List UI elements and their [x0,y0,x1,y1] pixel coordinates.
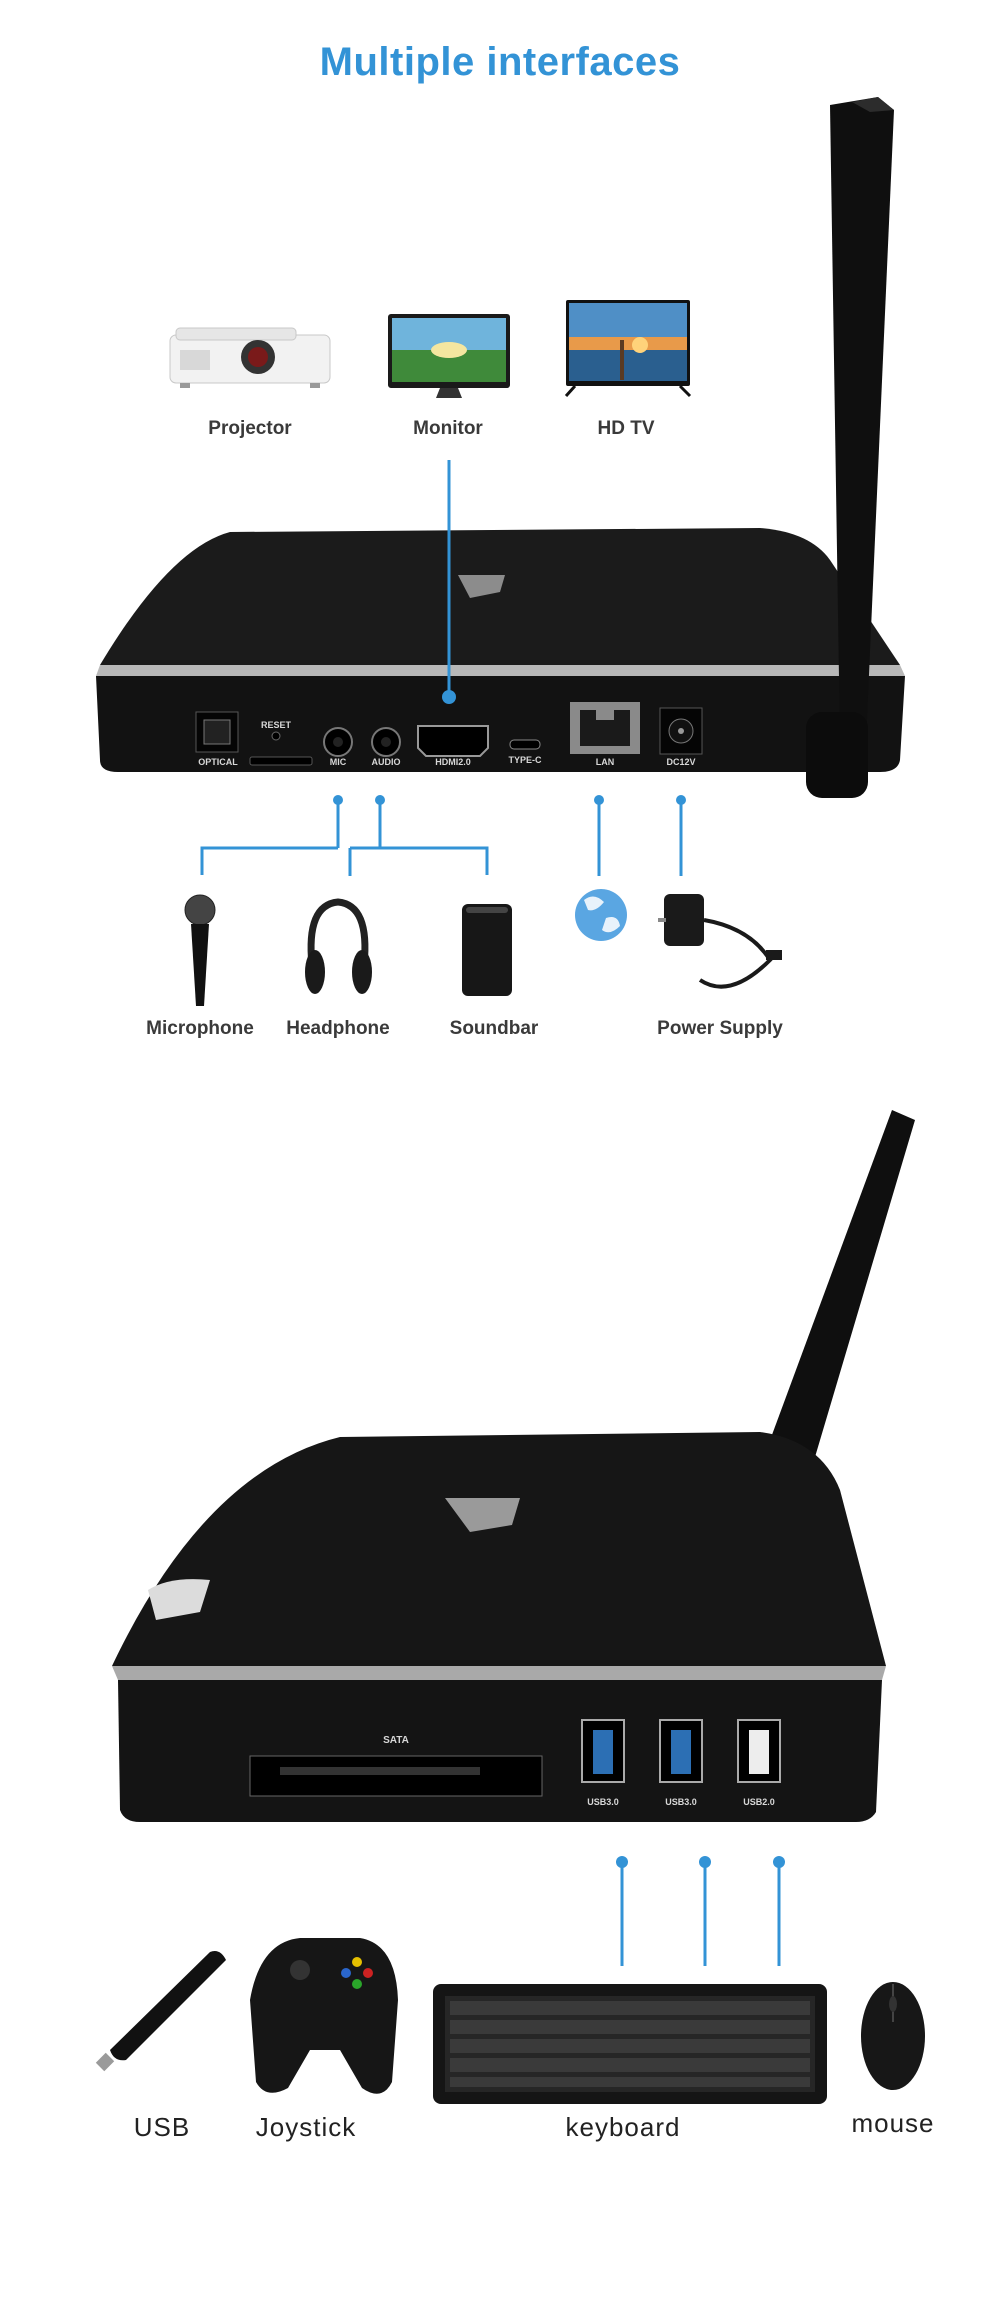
sata-slot [249,1755,543,1797]
card-slot [249,756,313,766]
front-connector-lines [620,1862,781,1966]
lan-port-label: LAN [595,757,615,767]
rear-connector-lines [200,800,683,876]
rear-box [96,528,905,772]
soundbar-label: Soundbar [449,1018,539,1039]
headphone-label: Headphone [286,1018,390,1039]
reset-hole [271,731,281,741]
usb-port-2 [659,1719,703,1783]
keyboard-label: keyboard [565,2112,681,2142]
hd-tv-icon [564,300,692,398]
usb-port-3 [737,1719,781,1783]
joystick-label: Joystick [255,2112,357,2142]
optical-port-label: OPTICAL [198,757,238,767]
usb2-label: USB3.0 [665,1797,697,1807]
typec-port [509,739,541,750]
typec-port-label: TYPE-C [508,755,542,765]
front-connector-dots [616,1856,785,1868]
audio-port-label: AUDIO [371,757,401,767]
projector-label: Projector [208,418,292,439]
mic-jack [323,727,353,757]
mouse-label: mouse [851,2108,935,2138]
dc-jack [659,707,703,755]
hdmi-port [417,725,489,757]
usb-stick-icon [95,1951,226,2072]
usb-port-1 [581,1719,625,1783]
headphone-icon [305,898,372,994]
microphone-label: Microphone [146,1018,254,1039]
monitor-label: Monitor [413,418,483,439]
hdmi-port-label: HDMI2.0 [435,757,471,767]
globe-icon [575,889,627,941]
antenna [806,97,894,798]
keyboard-icon [433,1984,827,2104]
reset-label: RESET [260,720,291,730]
projector-icon [169,327,331,388]
power-supply-label: Power Supply [657,1018,783,1039]
rear-connector-dots [333,795,686,805]
mouse-icon [861,1982,925,2090]
sata-label: SATA [383,1735,409,1746]
page-title: Multiple interfaces [319,40,681,84]
gamepad-icon [250,1938,398,2094]
lan-port [570,702,640,754]
monitor-icon [388,314,510,398]
dc-port-label: DC12V [666,757,696,767]
microphone-icon [184,894,216,1006]
soundbar-icon [462,904,512,996]
usb-label: USB [133,2112,191,2142]
power-adapter-icon [658,894,782,989]
usb1-label: USB3.0 [587,1797,619,1807]
usb3-label: USB2.0 [743,1797,775,1807]
hd-tv-label: HD TV [597,418,655,439]
mic-port-label: MIC [329,757,347,767]
monitor-connector-line [442,460,456,704]
audio-jack [371,727,401,757]
optical-port [195,711,239,753]
